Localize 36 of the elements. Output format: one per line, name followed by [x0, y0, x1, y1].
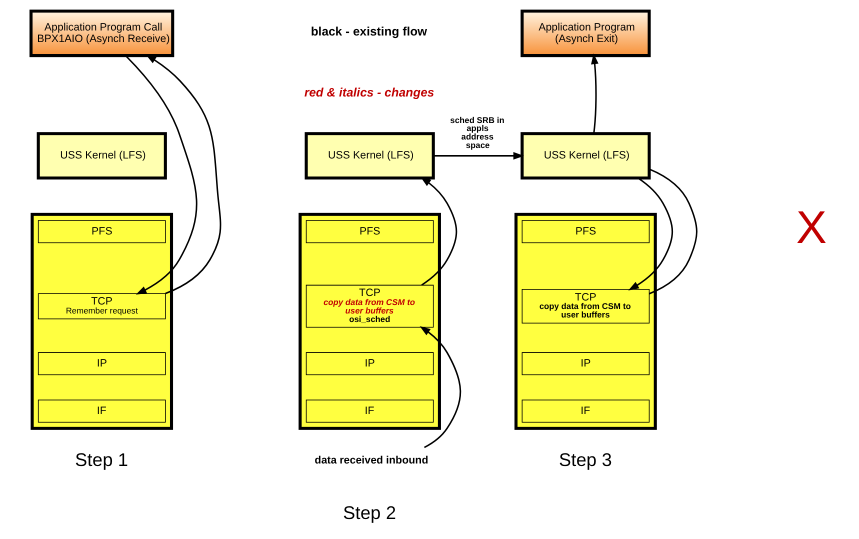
- label: X: [796, 201, 827, 254]
- arrow: [125, 55, 198, 295]
- label: Step 3: [558, 449, 612, 470]
- arrow: [146, 54, 222, 294]
- node-box: IF: [522, 400, 650, 423]
- arrow: [591, 53, 598, 134]
- node-box: PFS: [38, 220, 166, 244]
- node-box: IP: [306, 352, 434, 376]
- node-box: IF: [38, 400, 166, 423]
- edge-label: sched SRB in appls address space: [450, 114, 504, 150]
- cluster: [30, 212, 174, 430]
- node-box: Application Program (Asynch Exit): [520, 10, 651, 58]
- node-box: IP: [38, 352, 166, 376]
- cluster: [514, 212, 657, 430]
- connector: [648, 168, 698, 294]
- label: Step 2: [342, 502, 396, 523]
- node-box: IP: [522, 352, 650, 376]
- node-box: IF: [306, 400, 434, 423]
- node-box: Application Program Call BPX1AIO (Asynch Receive): [30, 10, 174, 58]
- node-box: PFS: [306, 220, 434, 244]
- arrow: [433, 152, 524, 160]
- arrow: [420, 326, 462, 448]
- node-box: TCP copy data from CSM to user buffers: [522, 289, 650, 324]
- label: black - existing flow: [310, 24, 428, 38]
- node-box: TCP Remember request: [38, 293, 166, 320]
- node-box: PFS: [522, 220, 650, 244]
- arrow: [628, 177, 674, 291]
- label: red & italics - changes: [304, 86, 434, 100]
- node-text: data received inbound: [314, 454, 428, 466]
- node-box: USS Kernel (LFS): [304, 132, 435, 180]
- node-box: USS Kernel (LFS): [36, 132, 167, 180]
- cluster: [298, 212, 441, 430]
- node-box: TCP copy data from CSM to user buffers osi_sched: [306, 284, 434, 328]
- node-box: USS Kernel (LFS): [520, 132, 651, 180]
- arrow: [420, 176, 458, 286]
- label: Step 1: [75, 449, 128, 470]
